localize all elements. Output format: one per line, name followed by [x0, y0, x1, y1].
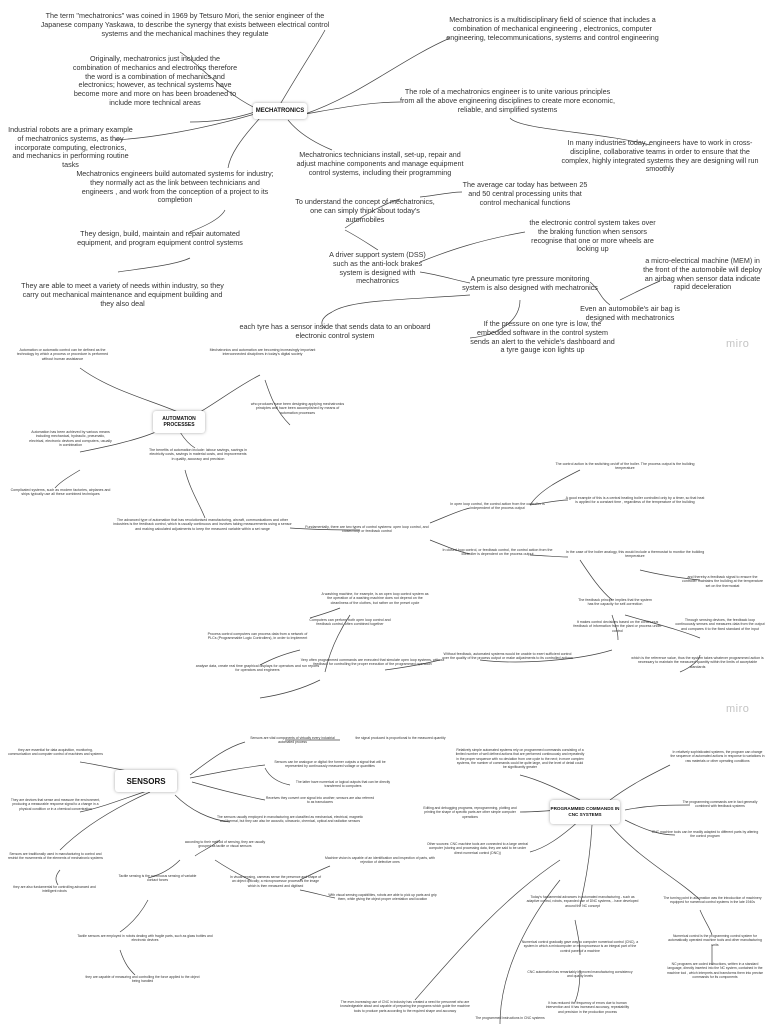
note-average-car-cpus: The average car today has between 25 and… [462, 180, 588, 207]
note-cross-discipline-teams: In many industries today, engineers have… [561, 138, 759, 174]
note-various-means: Automation has been achieved by various … [29, 430, 112, 448]
note-data-acquisition: they are essential for data acquisition,… [8, 748, 103, 757]
note-technicians-install: Mechatronics technicians install, set-up… [296, 150, 464, 177]
note-thermostat: In the case of the boiler analogy, this … [565, 550, 705, 559]
note-multidisciplinary-field: Mechatronics is a multidisciplinary fiel… [446, 15, 659, 42]
note-force-control: they are capable of measuring and contro… [85, 975, 200, 984]
note-cnc-adaptable: CNC machine tools can be readily adapted… [651, 830, 759, 839]
note-sophisticated-systems: In relatively sophisticated systems, the… [670, 750, 765, 763]
note-complicated-systems: Complicated systems, such as modern fact… [10, 488, 111, 497]
watermark-top: miro [726, 338, 750, 350]
note-mem-airbag: a micro-electrical machine (MEM) in the … [643, 256, 762, 292]
note-nc-programs: NC programs are coded instructions, writ… [666, 962, 764, 979]
note-open-loop: In open loop control, the control action… [450, 502, 545, 511]
note-intelligent-robots: they are also fundamental for controllin… [13, 885, 96, 894]
note-feedback-control-revolution: The advanced type of automation that has… [113, 518, 292, 531]
note-airbag-mechatronics: Even an automobile's air bag is designed… [580, 304, 680, 322]
note-dnc: Other sources: CNC machine tools are con… [426, 842, 528, 855]
note-originally-mechanics-electronics: Originally, mechatronics just included t… [72, 54, 238, 107]
note-reference-value: which is the reference value, thus the s… [631, 656, 764, 669]
note-visual-sensing: In visual sensing, cameras sense the pre… [229, 875, 322, 888]
note-open-loop-simulation: Very often programmed commands are execu… [300, 658, 445, 667]
central-node-automation-processes[interactable]: AUTOMATION PROCESSES [153, 411, 205, 433]
note-signal-proportional: the signal produced is proportional to t… [355, 736, 446, 740]
watermark-middle: miro [726, 703, 750, 715]
note-machine-vision: Machine vision is capable of an identifi… [325, 856, 435, 865]
note-tactile-or-visual: according to their method of sensing, th… [184, 840, 266, 849]
note-cnc-minicomputer: Numerical control gradually gave way to … [521, 940, 639, 953]
note-meet-needs: They are able to meet a variety of needs… [21, 281, 224, 308]
note-numerical-control-def: Numerical control is the programming con… [668, 934, 762, 947]
note-boiler-switching: The control action is the switching on/o… [555, 462, 695, 471]
note-traditional-use: Sensors are traditionally used in manufa… [8, 852, 103, 861]
map2-connectors [54, 367, 701, 699]
note-simple-automated-systems: Relatively simple automated systems rely… [455, 748, 585, 769]
note-driver-support-system: A driver support system (DSS) such as th… [329, 250, 426, 286]
note-tactile-sensing: Tactile sensing is the continuous sensin… [118, 874, 197, 883]
note-computers-open-closed: Computers can perform both open loop con… [309, 618, 391, 627]
note-process-control-plcs: Process control computers can process da… [207, 632, 308, 641]
note-programmed-instructions: The programmed instructions in CNC syste… [475, 1016, 545, 1020]
note-sensor-classification: The sensors usually employed in manufact… [216, 815, 364, 824]
note-analogue-digital: Sensors can be analogue or digital: the … [274, 760, 386, 769]
note-washing-machine: A washing machine, for example, is an op… [321, 592, 429, 605]
note-numerical-outputs: The latter have numerical or logical out… [295, 780, 391, 789]
note-fragile-parts: Tactile sensors are employed in robots d… [77, 934, 213, 943]
note-feedback-signal: and thereby a feedback signal to ensure … [682, 575, 763, 588]
note-engineers-build-systems: Mechatronics engineers build automated s… [76, 169, 274, 205]
note-design-build-maintain: They design, build, maintain and repair … [77, 229, 243, 247]
note-quality-levels: CNC automation has remarkably improved m… [527, 970, 633, 979]
note-benefits-automation: The benefits of automation include: labo… [148, 448, 248, 461]
note-low-pressure-alert: If the pressure on one tyre is low, the … [470, 319, 615, 355]
note-transducers: Receives they convert one signal into an… [265, 796, 375, 805]
note-mechatronics-coined: The term "mechatronics" was coined in 19… [40, 11, 330, 38]
note-turning-point: The turning point in automation was the … [663, 896, 762, 905]
note-sensing-devices: Through sensing devices, the feedback lo… [675, 618, 765, 631]
central-node-sensors[interactable]: SENSORS [115, 770, 177, 792]
note-boiler-timer-example: A good example of this is a central heat… [565, 496, 705, 505]
central-node-programmed-commands[interactable]: PROGRAMMED COMMANDS IN CNC SYSTEMS [550, 800, 620, 824]
note-producers-applying: who produces have been designing applyin… [250, 402, 345, 415]
map1-connectors [114, 29, 661, 339]
note-sense-and-measure: They are devices that sense and measure … [10, 798, 101, 811]
note-understand-automobiles: To understand the concept of mechatronic… [295, 197, 435, 224]
note-vital-components: Sensors are vital components of virtuall… [250, 736, 335, 745]
note-industrial-robots: Industrial robots are a primary example … [8, 125, 133, 170]
note-braking-function: the electronic control system takes over… [529, 218, 656, 254]
map4-connectors [414, 764, 713, 1024]
note-cnc-personnel: The ever-increasing use of CNC in indust… [340, 1000, 470, 1013]
note-role-of-engineer: The role of a mechatronics engineer is t… [400, 87, 615, 114]
note-fundamental-advances: Today's fundamental advances in automate… [526, 895, 639, 908]
note-editing-debugging: Editing and debugging programs, reprogra… [423, 806, 517, 819]
note-continuous-feedback: It makes control decisions based on the … [573, 620, 662, 633]
note-closed-loop: In closed loop control, or feedback cont… [442, 548, 553, 557]
note-tyre-pressure-monitoring: A pneumatic tyre pressure monitoring sys… [462, 274, 598, 292]
note-combined-feedback: The programming commands are in fact gen… [682, 800, 758, 809]
note-visual-robots-pick: With visual sensing capabilities, robots… [328, 893, 437, 902]
central-node-mechatronics[interactable]: MECHATRONICS [253, 103, 307, 119]
note-automation-definition: Automation or automatic control can be d… [16, 348, 109, 361]
note-without-feedback: Without feedback, automated systems woul… [442, 652, 573, 661]
note-analyse-data: analyse data, create real time graphical… [195, 664, 320, 673]
note-tyre-sensor: each tyre has a sensor inside that sends… [239, 322, 431, 340]
note-interconnected-disciplines: Mechatronics and automation are becoming… [209, 348, 316, 357]
note-reduced-errors: It has reduced the frequency of errors d… [545, 1001, 630, 1014]
note-two-types-control: Fundamentally, there are two types of co… [305, 525, 429, 534]
note-self-correction: The feedback principle implies that the … [578, 598, 652, 607]
